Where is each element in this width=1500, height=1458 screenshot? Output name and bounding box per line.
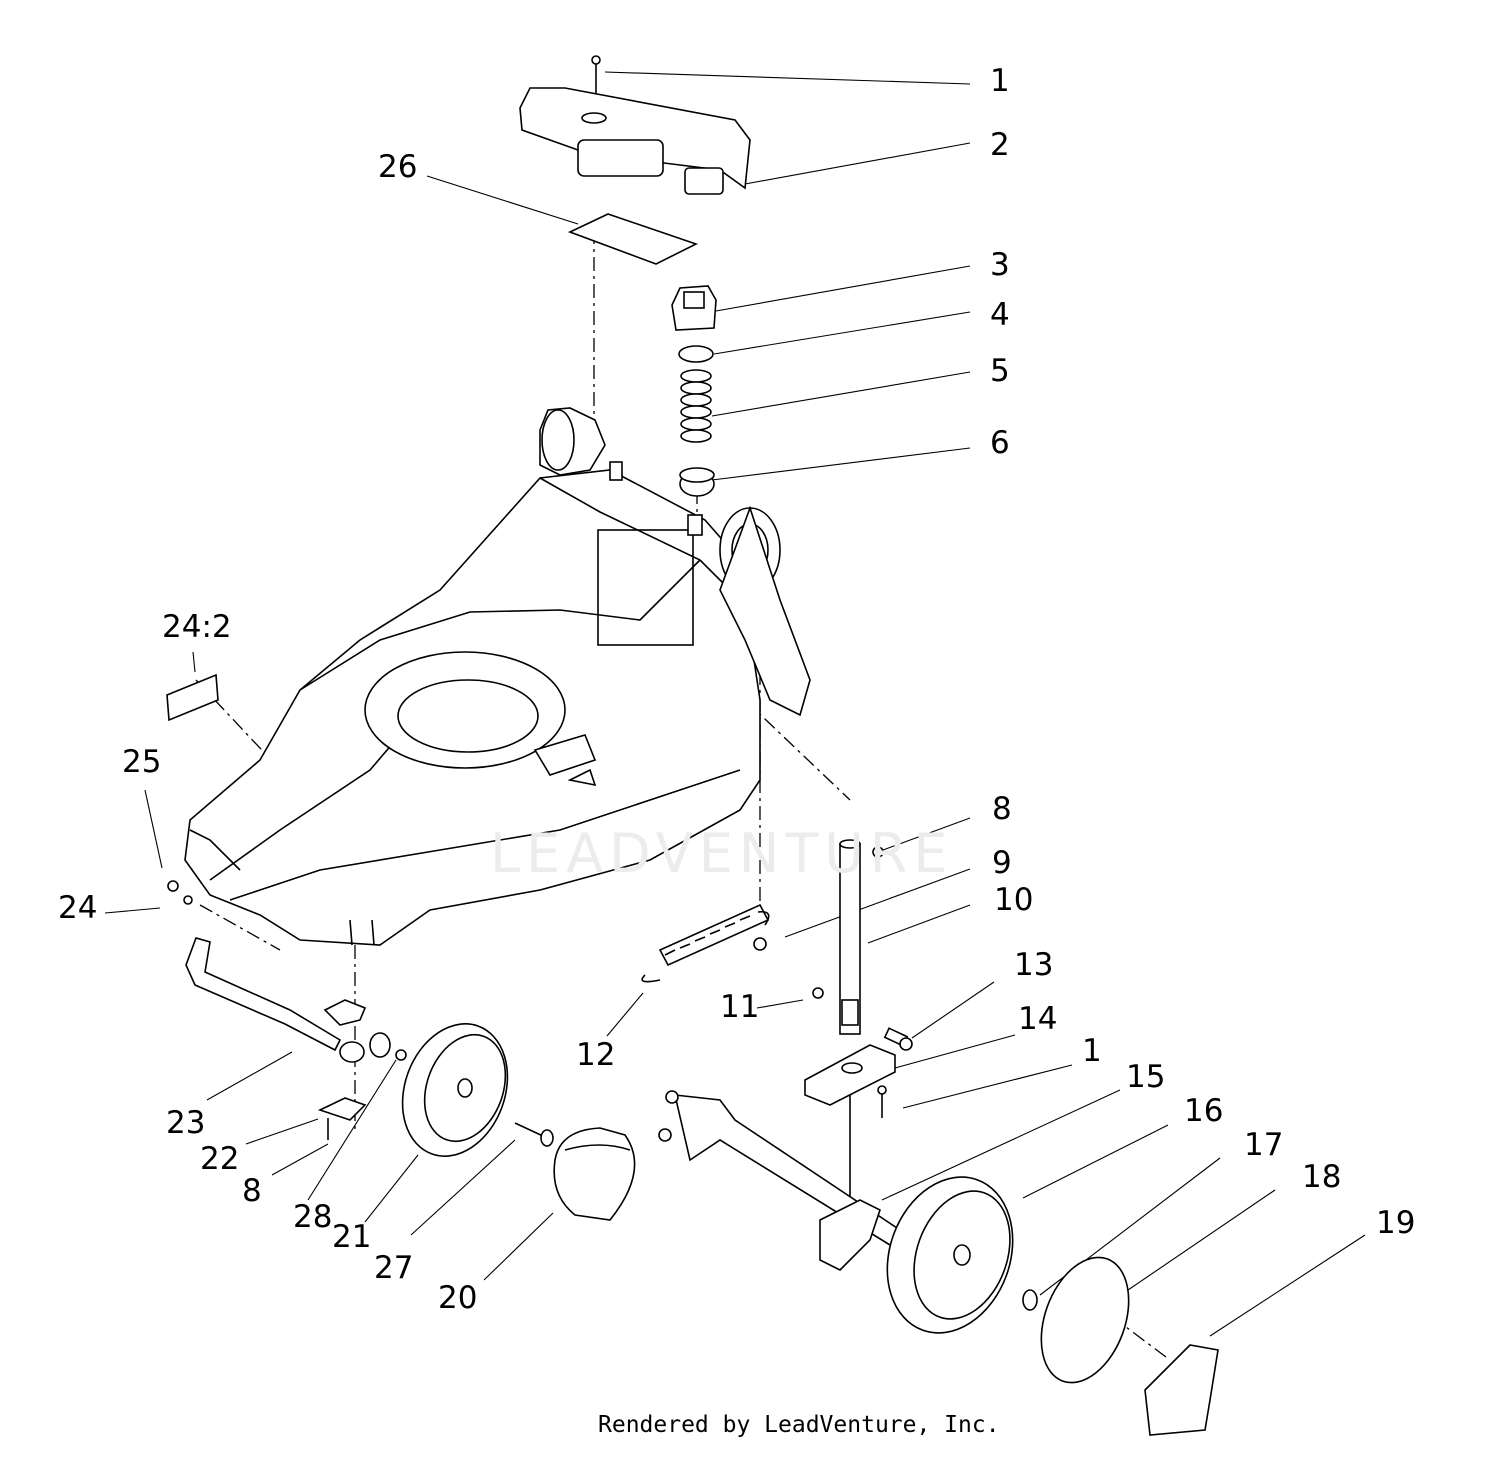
callout-12: 12 — [576, 1037, 616, 1073]
callout-2: 2 — [990, 127, 1010, 163]
part-11-nut — [812, 987, 824, 999]
part-9-spring — [641, 903, 770, 983]
part-24-2-decal — [166, 673, 219, 722]
callout-19: 19 — [1376, 1205, 1416, 1241]
part-22-bracket — [317, 999, 367, 1121]
part-27-bolt — [514, 1122, 554, 1147]
part-8-screw — [872, 846, 884, 858]
callout-28: 28 — [293, 1199, 333, 1235]
callout-23: 23 — [166, 1105, 206, 1141]
part-19-decal — [1144, 1344, 1219, 1436]
callout-22: 22 — [200, 1141, 240, 1177]
part-15-axle — [658, 1090, 902, 1271]
callout-8-upper: 8 — [992, 791, 1012, 827]
part-25-nut — [167, 880, 179, 892]
part-20-hubcap — [553, 1127, 636, 1221]
mower-deck — [184, 469, 761, 946]
part-10-tube — [839, 839, 861, 1200]
callout-18: 18 — [1302, 1159, 1342, 1195]
callout-1: 1 — [990, 63, 1010, 99]
part-5-spring — [680, 369, 712, 443]
callout-24-2: 24:2 — [162, 609, 232, 645]
part-16-front-wheel — [886, 1176, 1014, 1334]
callout-6: 6 — [990, 425, 1010, 461]
callout-21: 21 — [332, 1219, 372, 1255]
part-14-bracket — [804, 1044, 896, 1106]
part-4-washer — [678, 345, 714, 363]
leader-lines — [104, 71, 1366, 1337]
footer-credit: Rendered by LeadVenture, Inc. — [598, 1412, 1000, 1438]
part-1-lower-screw — [877, 1085, 887, 1118]
callout-9: 9 — [992, 845, 1012, 881]
callout-27: 27 — [374, 1250, 414, 1286]
part-2-handle-housing — [519, 87, 751, 195]
callout-26: 26 — [378, 149, 418, 185]
callout-3: 3 — [990, 247, 1010, 283]
part-18-hubcap — [1040, 1256, 1130, 1384]
callout-4: 4 — [990, 297, 1010, 333]
part-24-washer — [183, 895, 193, 905]
callout-13: 13 — [1014, 947, 1054, 983]
part-21-rear-wheel — [401, 1023, 509, 1157]
callout-11: 11 — [720, 989, 760, 1025]
callout-25: 25 — [122, 744, 162, 780]
callout-17: 17 — [1244, 1127, 1284, 1163]
callout-15: 15 — [1126, 1059, 1166, 1095]
callout-1-lower: 1 — [1082, 1033, 1102, 1069]
callout-10: 10 — [994, 882, 1034, 918]
callout-24: 24 — [58, 890, 98, 926]
part-17-washer — [1022, 1289, 1038, 1311]
callout-16: 16 — [1184, 1093, 1224, 1129]
part-3-switch — [671, 285, 717, 331]
rear-wheel-mounts — [539, 407, 811, 717]
part-6-bushing — [679, 467, 715, 497]
callout-14: 14 — [1018, 1001, 1058, 1037]
part-13-bolt — [883, 1027, 913, 1051]
part-26-decal — [567, 213, 699, 265]
watermark-text: LEADVENTURE — [490, 822, 954, 885]
part-23-axle-rod — [185, 937, 342, 1052]
callout-20: 20 — [438, 1280, 478, 1316]
part-28-spacer — [339, 1032, 407, 1063]
callout-5: 5 — [990, 353, 1010, 389]
callout-8-lower: 8 — [242, 1173, 262, 1209]
